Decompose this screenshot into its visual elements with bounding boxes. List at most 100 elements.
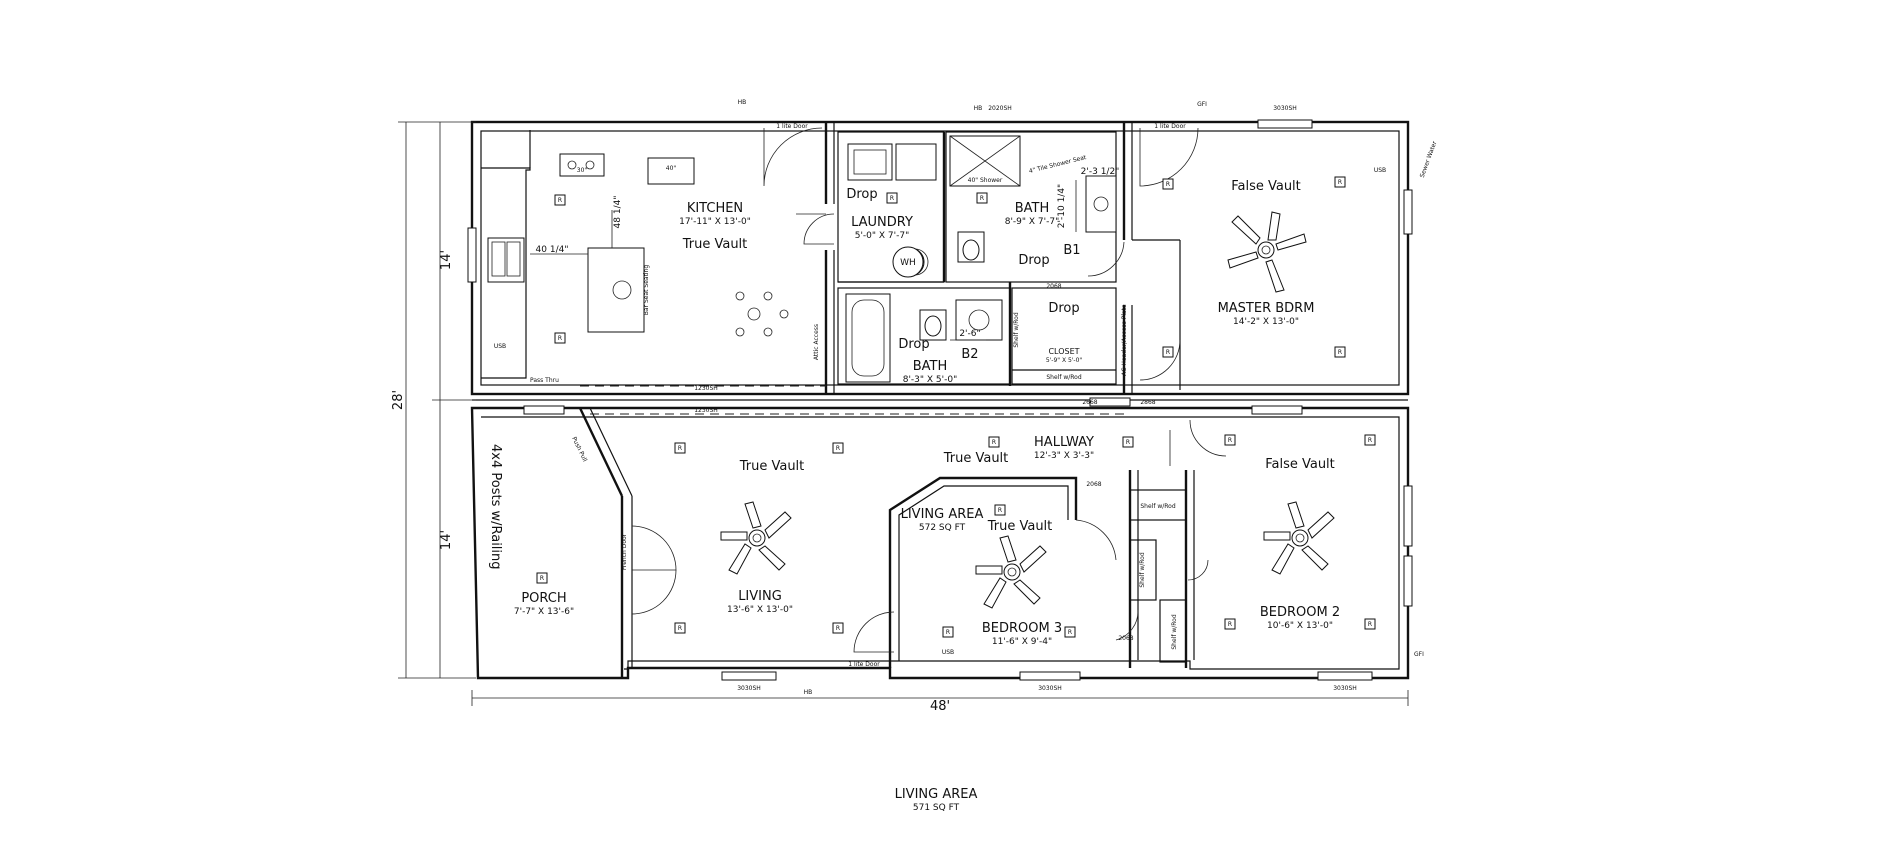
windows xyxy=(467,119,1413,681)
porch-name: PORCH xyxy=(521,591,566,606)
recessed-light-6: R xyxy=(1338,179,1342,186)
recessed-light-21: R xyxy=(1068,629,1072,636)
bath1-dims: 8'-9" X 7'-7" xyxy=(1005,217,1060,227)
bath2-cabinet-h-label: 2'-6" xyxy=(959,329,980,339)
shelf-rod-note-2: Shelf w/Rod xyxy=(1140,503,1175,510)
door-2668-1: 2668 xyxy=(1082,399,1097,406)
kitchen-offset-h-label: 40 1/4" xyxy=(536,245,569,255)
recessed-light-1: R xyxy=(558,197,562,204)
footer-living-area-value: 571 SQ FT xyxy=(913,803,960,813)
hallway-dims: 12'-3" X 3'-3" xyxy=(1034,451,1094,461)
bar-seating-note: Bar Seat Seating xyxy=(643,265,650,316)
laundry-dims: 5'-0" X 7'-7" xyxy=(855,231,910,241)
recessed-light-9: R xyxy=(992,439,996,446)
pass-thru-note: Pass Thru xyxy=(530,377,559,384)
shelf-rod-note-1: Shelf w/Rod xyxy=(1046,374,1081,381)
door-1lite-kitchen: 1 lite Door xyxy=(776,123,808,130)
range-note: 30" xyxy=(577,167,588,174)
living-area-inner-value: 572 SQ FT xyxy=(919,523,966,533)
kitchen-ceiling: True Vault xyxy=(682,237,748,252)
living-area-summary: LIVING AREA 571 SQ FT xyxy=(895,787,978,813)
bedroom2-name: BEDROOM 2 xyxy=(1260,605,1340,620)
shower-note: 40" Shower xyxy=(968,177,1003,184)
recessed-light-18: R xyxy=(1228,621,1232,628)
ceiling-fans xyxy=(720,211,1335,609)
porch-dims: 7'-7" X 13'-6" xyxy=(514,607,574,617)
door-2068-3: 2068 xyxy=(1118,635,1133,642)
gfi-2: GFI xyxy=(1197,101,1207,108)
overall-depth-label: 28' xyxy=(391,390,406,410)
recessed-light-15: R xyxy=(540,575,544,582)
recessed-light-22: R xyxy=(998,507,1002,514)
hose-bib-3: HB xyxy=(804,689,813,696)
upper-depth-label: 14' xyxy=(439,250,454,270)
doors xyxy=(631,127,1227,653)
shelf-rod-note-3: Shelf w/Rod xyxy=(1139,552,1146,587)
window-label-4: 3030SH xyxy=(1333,685,1357,692)
shower-seat-note: 4" Tile Shower Seat xyxy=(1028,154,1087,175)
gfi-1: GFI xyxy=(1414,651,1424,658)
recessed-light-2: R xyxy=(558,335,562,342)
door-2868-1: 2868 xyxy=(1140,399,1155,406)
bath1-tag: B1 xyxy=(1063,243,1080,258)
room-labels: KITCHEN 17'-11" X 13'-0" True Vault Drop… xyxy=(514,179,1340,647)
master-name: MASTER BDRM xyxy=(1218,301,1315,316)
dimension-lines xyxy=(398,121,1409,706)
recessed-light-8: R xyxy=(1166,349,1170,356)
fan-living xyxy=(720,501,792,575)
master-dims: 14'-2" X 13'-0" xyxy=(1233,317,1299,327)
bath-fixtures xyxy=(845,135,1117,383)
living-area-inner-label: LIVING AREA xyxy=(901,507,984,522)
bath-cabinet-v-label: 2'-10 1/4" xyxy=(1057,184,1067,228)
laundry-name: LAUNDRY xyxy=(851,215,913,230)
bath2-name: BATH xyxy=(913,359,948,374)
door-1lite-living: 1 lite Door xyxy=(848,661,880,668)
living-name: LIVING xyxy=(738,589,782,604)
recessed-light-14: R xyxy=(836,625,840,632)
hose-bib-2: HB xyxy=(974,105,983,112)
recessed-lights xyxy=(536,176,1376,638)
window-label-3: 3030SH xyxy=(1038,685,1062,692)
recessed-light-12: R xyxy=(836,445,840,452)
recessed-light-4: R xyxy=(980,195,984,202)
attic-access-note: Attic Access xyxy=(813,324,820,360)
fan-bedroom3 xyxy=(975,535,1047,609)
window-label-7: 1230SH xyxy=(694,407,718,414)
footer-living-area-label: LIVING AREA xyxy=(895,787,978,802)
recessed-light-17: R xyxy=(1368,437,1372,444)
dimension-labels: 48' 28' 14' 14' 48 1/4" 40 1/4" 2'-10 1/… xyxy=(391,167,1119,714)
living-ceiling: True Vault xyxy=(739,459,805,474)
door-1lite-master: 1 lite Door xyxy=(1154,123,1186,130)
usb-3: USB xyxy=(942,649,954,656)
kitchen-offset-v-label: 48 1/4" xyxy=(613,196,623,229)
bedroom3-dims: 11'-6" X 9'-4" xyxy=(992,637,1052,647)
living-dims: 13'-6" X 13'-0" xyxy=(727,605,793,615)
sewer-water-note: Sewer Water xyxy=(1419,140,1439,179)
closet-ceiling: Drop xyxy=(1048,301,1079,316)
bedroom3-name: BEDROOM 3 xyxy=(982,621,1062,636)
shelf-rod-note-4: Shelf w/Rod xyxy=(1171,614,1178,649)
window-label-6: 1230SH xyxy=(694,385,718,392)
door-2068-2: 2068 xyxy=(1086,481,1101,488)
master-ceiling: False Vault xyxy=(1231,179,1301,194)
bath1-ceiling: Drop xyxy=(1018,253,1049,268)
recessed-light-7: R xyxy=(1338,349,1342,356)
fan-bedroom2 xyxy=(1263,501,1335,575)
hallway-name: HALLWAY xyxy=(1034,435,1094,450)
recessed-light-20: R xyxy=(946,629,950,636)
bath1-name: BATH xyxy=(1015,201,1050,216)
bedroom2-dims: 10'-6" X 13'-0" xyxy=(1267,621,1333,631)
recessed-light-3: R xyxy=(890,195,894,202)
usb-2: USB xyxy=(1374,167,1386,174)
window-label-2: 3030SH xyxy=(737,685,761,692)
window-label-5: 2020SH xyxy=(988,105,1012,112)
recessed-light-19: R xyxy=(1368,621,1372,628)
window-label-1: 3030SH xyxy=(1273,105,1297,112)
overall-width-label: 48' xyxy=(930,699,950,714)
recessed-light-10: R xyxy=(1126,439,1130,446)
french-door-note: French Door xyxy=(621,533,628,570)
bath2-dims: 8'-3" X 5'-0" xyxy=(903,375,958,385)
laundry-ceiling: Drop xyxy=(846,187,877,202)
closet-dims: 5'-9" X 5'-0" xyxy=(1046,357,1083,364)
